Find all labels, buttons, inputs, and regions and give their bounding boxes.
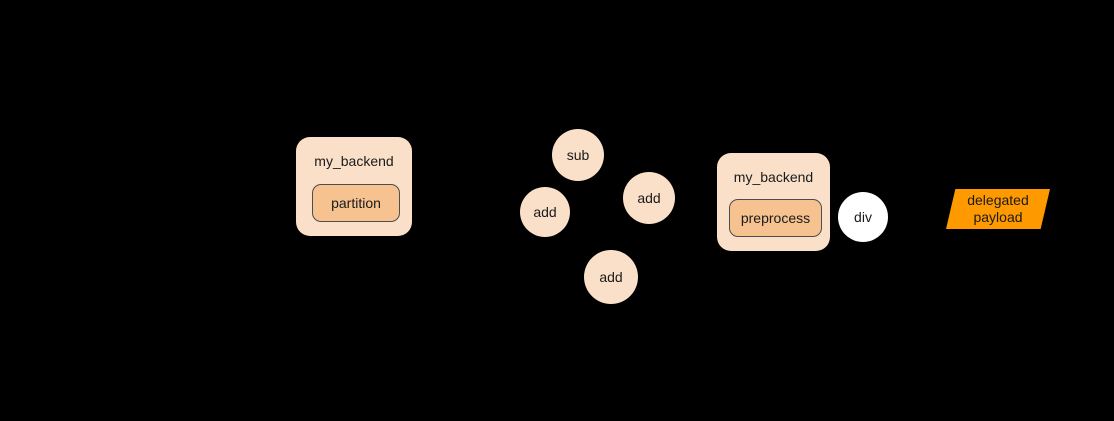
node-label: partition — [331, 195, 381, 211]
node-partition[interactable]: partition — [312, 184, 400, 222]
payload-line-2: payload — [973, 209, 1023, 225]
node-label: add — [637, 190, 661, 206]
backend-group-preprocess[interactable]: my_backend preprocess — [717, 153, 830, 251]
group-label: my_backend — [314, 153, 394, 169]
delegated-payload-shape[interactable]: delegated payload — [946, 189, 1050, 229]
node-label: sub — [566, 147, 590, 163]
backend-group-partition[interactable]: my_backend partition — [296, 137, 412, 236]
node-label: add — [599, 269, 623, 285]
node-div[interactable]: div — [838, 192, 888, 242]
node-label: div — [854, 209, 872, 225]
node-label: preprocess — [740, 210, 811, 226]
group-label: my_backend — [733, 169, 814, 185]
node-add-3[interactable]: add — [584, 250, 638, 304]
node-preprocess[interactable]: preprocess — [729, 199, 822, 237]
node-add-2[interactable]: add — [623, 172, 675, 224]
node-label: add — [533, 204, 557, 220]
node-add-1[interactable]: add — [520, 187, 570, 237]
payload-line-1: delegated — [967, 192, 1029, 208]
node-sub[interactable]: sub — [552, 129, 604, 181]
delegated-payload-text: delegated payload — [967, 192, 1029, 226]
